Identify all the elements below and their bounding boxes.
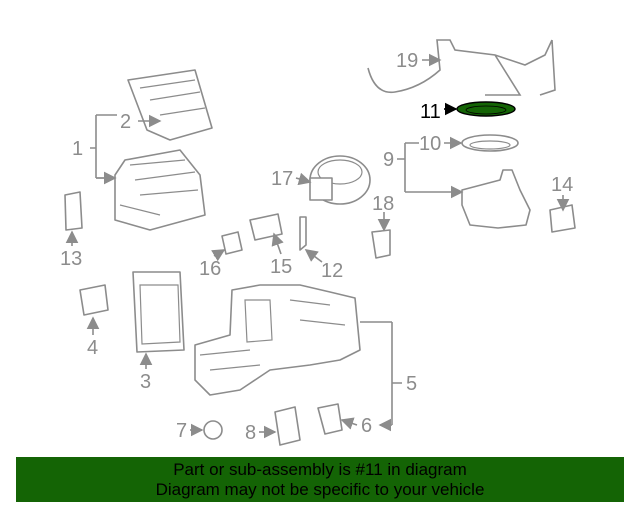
callout-18[interactable]: 18: [372, 193, 394, 215]
part-3-heater-core[interactable]: [132, 271, 185, 353]
part-15[interactable]: [249, 213, 283, 241]
part-2-cover[interactable]: [127, 69, 213, 141]
callout-1[interactable]: 1: [72, 138, 83, 160]
part-10[interactable]: [461, 134, 519, 152]
banner-line-1: Part or sub-assembly is #11 in diagram: [173, 460, 467, 479]
callout-10[interactable]: 10: [419, 133, 441, 155]
part-4[interactable]: [79, 284, 109, 316]
callout-7[interactable]: 7: [176, 420, 187, 442]
banner-line-2: Diagram may not be specific to your vehi…: [155, 480, 485, 499]
callout-9[interactable]: 9: [383, 149, 394, 171]
callout-6[interactable]: 6: [361, 415, 372, 437]
callout-3[interactable]: 3: [140, 371, 151, 393]
callout-15[interactable]: 15: [270, 256, 292, 278]
callout-labels: 1 2 3 4 5 6 7 8 9 10 11 12 13 14 15 16 1…: [60, 50, 573, 444]
callout-5[interactable]: 5: [406, 373, 417, 395]
part-17-blower-motor[interactable]: [309, 155, 371, 205]
part-12[interactable]: [299, 216, 307, 251]
callout-16[interactable]: 16: [199, 258, 221, 280]
callout-2[interactable]: 2: [120, 111, 131, 133]
callout-12[interactable]: 12: [321, 260, 343, 282]
leader-lines: [65, 53, 570, 439]
part-5-hvac-case[interactable]: [194, 284, 361, 396]
callout-14[interactable]: 14: [551, 174, 573, 196]
callout-11[interactable]: 11: [420, 101, 441, 123]
part-1-housing[interactable]: [114, 149, 206, 231]
callout-19[interactable]: 19: [396, 50, 418, 72]
part-13[interactable]: [64, 191, 83, 231]
part-19-wiring-harness[interactable]: [367, 39, 556, 96]
part-6[interactable]: [317, 403, 343, 435]
part-16[interactable]: [221, 231, 243, 255]
part-11-highlighted[interactable]: [456, 101, 516, 117]
part-9-blower-housing[interactable]: [461, 169, 531, 229]
part-7[interactable]: [203, 420, 223, 440]
callout-13[interactable]: 13: [60, 248, 82, 270]
part-8[interactable]: [274, 406, 301, 446]
part-18[interactable]: [371, 229, 391, 259]
callout-8[interactable]: 8: [245, 422, 256, 444]
callout-17[interactable]: 17: [271, 168, 293, 190]
callout-4[interactable]: 4: [87, 337, 98, 359]
info-banner: Part or sub-assembly is #11 in diagram D…: [16, 457, 624, 502]
